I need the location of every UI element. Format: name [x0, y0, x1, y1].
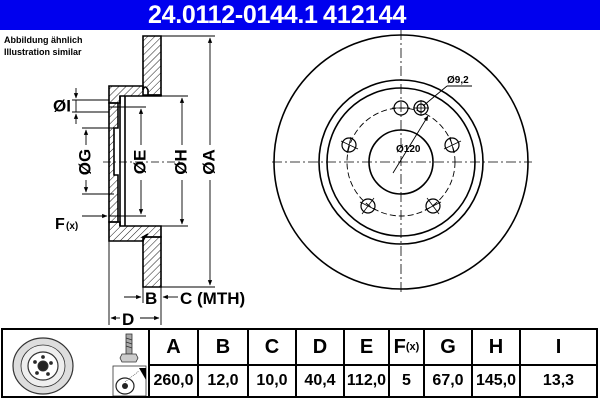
part-number: 24.0112-0144.1	[148, 1, 318, 29]
col-H: H 145,0	[473, 330, 521, 396]
reference-number: 412144	[323, 1, 407, 29]
technical-drawing: ØI ØG ØE ØH ØA F (x) B C (MTH) D	[53, 30, 532, 329]
side-view-labels: ØI ØG ØE ØH ØA F (x) B C (MTH) D	[53, 96, 245, 329]
col-B: B 12,0	[199, 330, 249, 396]
bolt-holes	[340, 100, 462, 215]
label-F: F	[55, 216, 65, 233]
side-view-section	[103, 35, 180, 288]
label-D: D	[122, 310, 134, 329]
pitch-circle-label: Ø120	[396, 144, 421, 155]
col-E: E 112,0	[345, 330, 390, 396]
label-I: ØI	[53, 96, 71, 115]
value-I: 13,3	[542, 372, 575, 389]
illustration-note: Abbildung ähnlich Illustration similar	[4, 34, 83, 58]
col-F: F(x) 5	[390, 330, 425, 396]
col-A: A 260,0	[150, 330, 199, 396]
header-C: C	[249, 330, 295, 366]
front-view-disc	[272, 30, 532, 293]
header-I: I	[521, 330, 596, 366]
value-E: 112,0	[346, 372, 387, 389]
label-B: B	[145, 289, 157, 308]
note-english: Illustration similar	[4, 47, 82, 57]
side-view-dimensions	[72, 35, 215, 325]
label-C: C (MTH)	[180, 289, 245, 308]
bolt-icon	[119, 333, 139, 363]
spec-table: A 260,0 B 12,0 C 10,0 D 40,4 E 112,0 F(x…	[1, 328, 598, 398]
spec-columns: A 260,0 B 12,0 C 10,0 D 40,4 E 112,0 F(x…	[150, 330, 596, 396]
header-H: H	[473, 330, 519, 366]
label-A: ØA	[199, 149, 218, 175]
label-E: ØE	[130, 150, 149, 175]
table-icons	[3, 330, 150, 397]
col-D: D 40,4	[297, 330, 345, 396]
spray-cleaner-icon	[112, 365, 147, 397]
header-A: A	[150, 330, 197, 366]
hole-diameter-label: Ø9,2	[447, 75, 469, 86]
note-german: Abbildung ähnlich	[4, 35, 83, 45]
header-D: D	[297, 330, 343, 366]
label-F-suffix: (x)	[66, 221, 78, 232]
label-G: ØG	[75, 149, 94, 175]
col-G: G 67,0	[425, 330, 473, 396]
header-G: G	[425, 330, 471, 366]
value-A: 260,0	[153, 372, 194, 389]
value-G: 67,0	[432, 372, 464, 389]
header-F: F(x)	[390, 330, 423, 366]
title-bar: 24.0112-0144.1 412144	[0, 0, 600, 30]
value-C: 10,0	[256, 372, 288, 389]
value-H: 145,0	[475, 372, 517, 389]
header-F-suffix: (x)	[405, 341, 420, 353]
col-C: C 10,0	[249, 330, 297, 396]
label-H: ØH	[171, 149, 190, 175]
brake-disc-thumbnail	[12, 337, 74, 395]
col-I: I 13,3	[521, 330, 596, 396]
front-view-labels: Ø9,2 Ø120	[396, 75, 469, 155]
header-F-letter: F	[393, 335, 406, 358]
value-B: 12,0	[207, 372, 239, 389]
value-F: 5	[402, 372, 411, 389]
header-E: E	[345, 330, 388, 366]
header-B: B	[199, 330, 247, 366]
value-D: 40,4	[304, 372, 336, 389]
